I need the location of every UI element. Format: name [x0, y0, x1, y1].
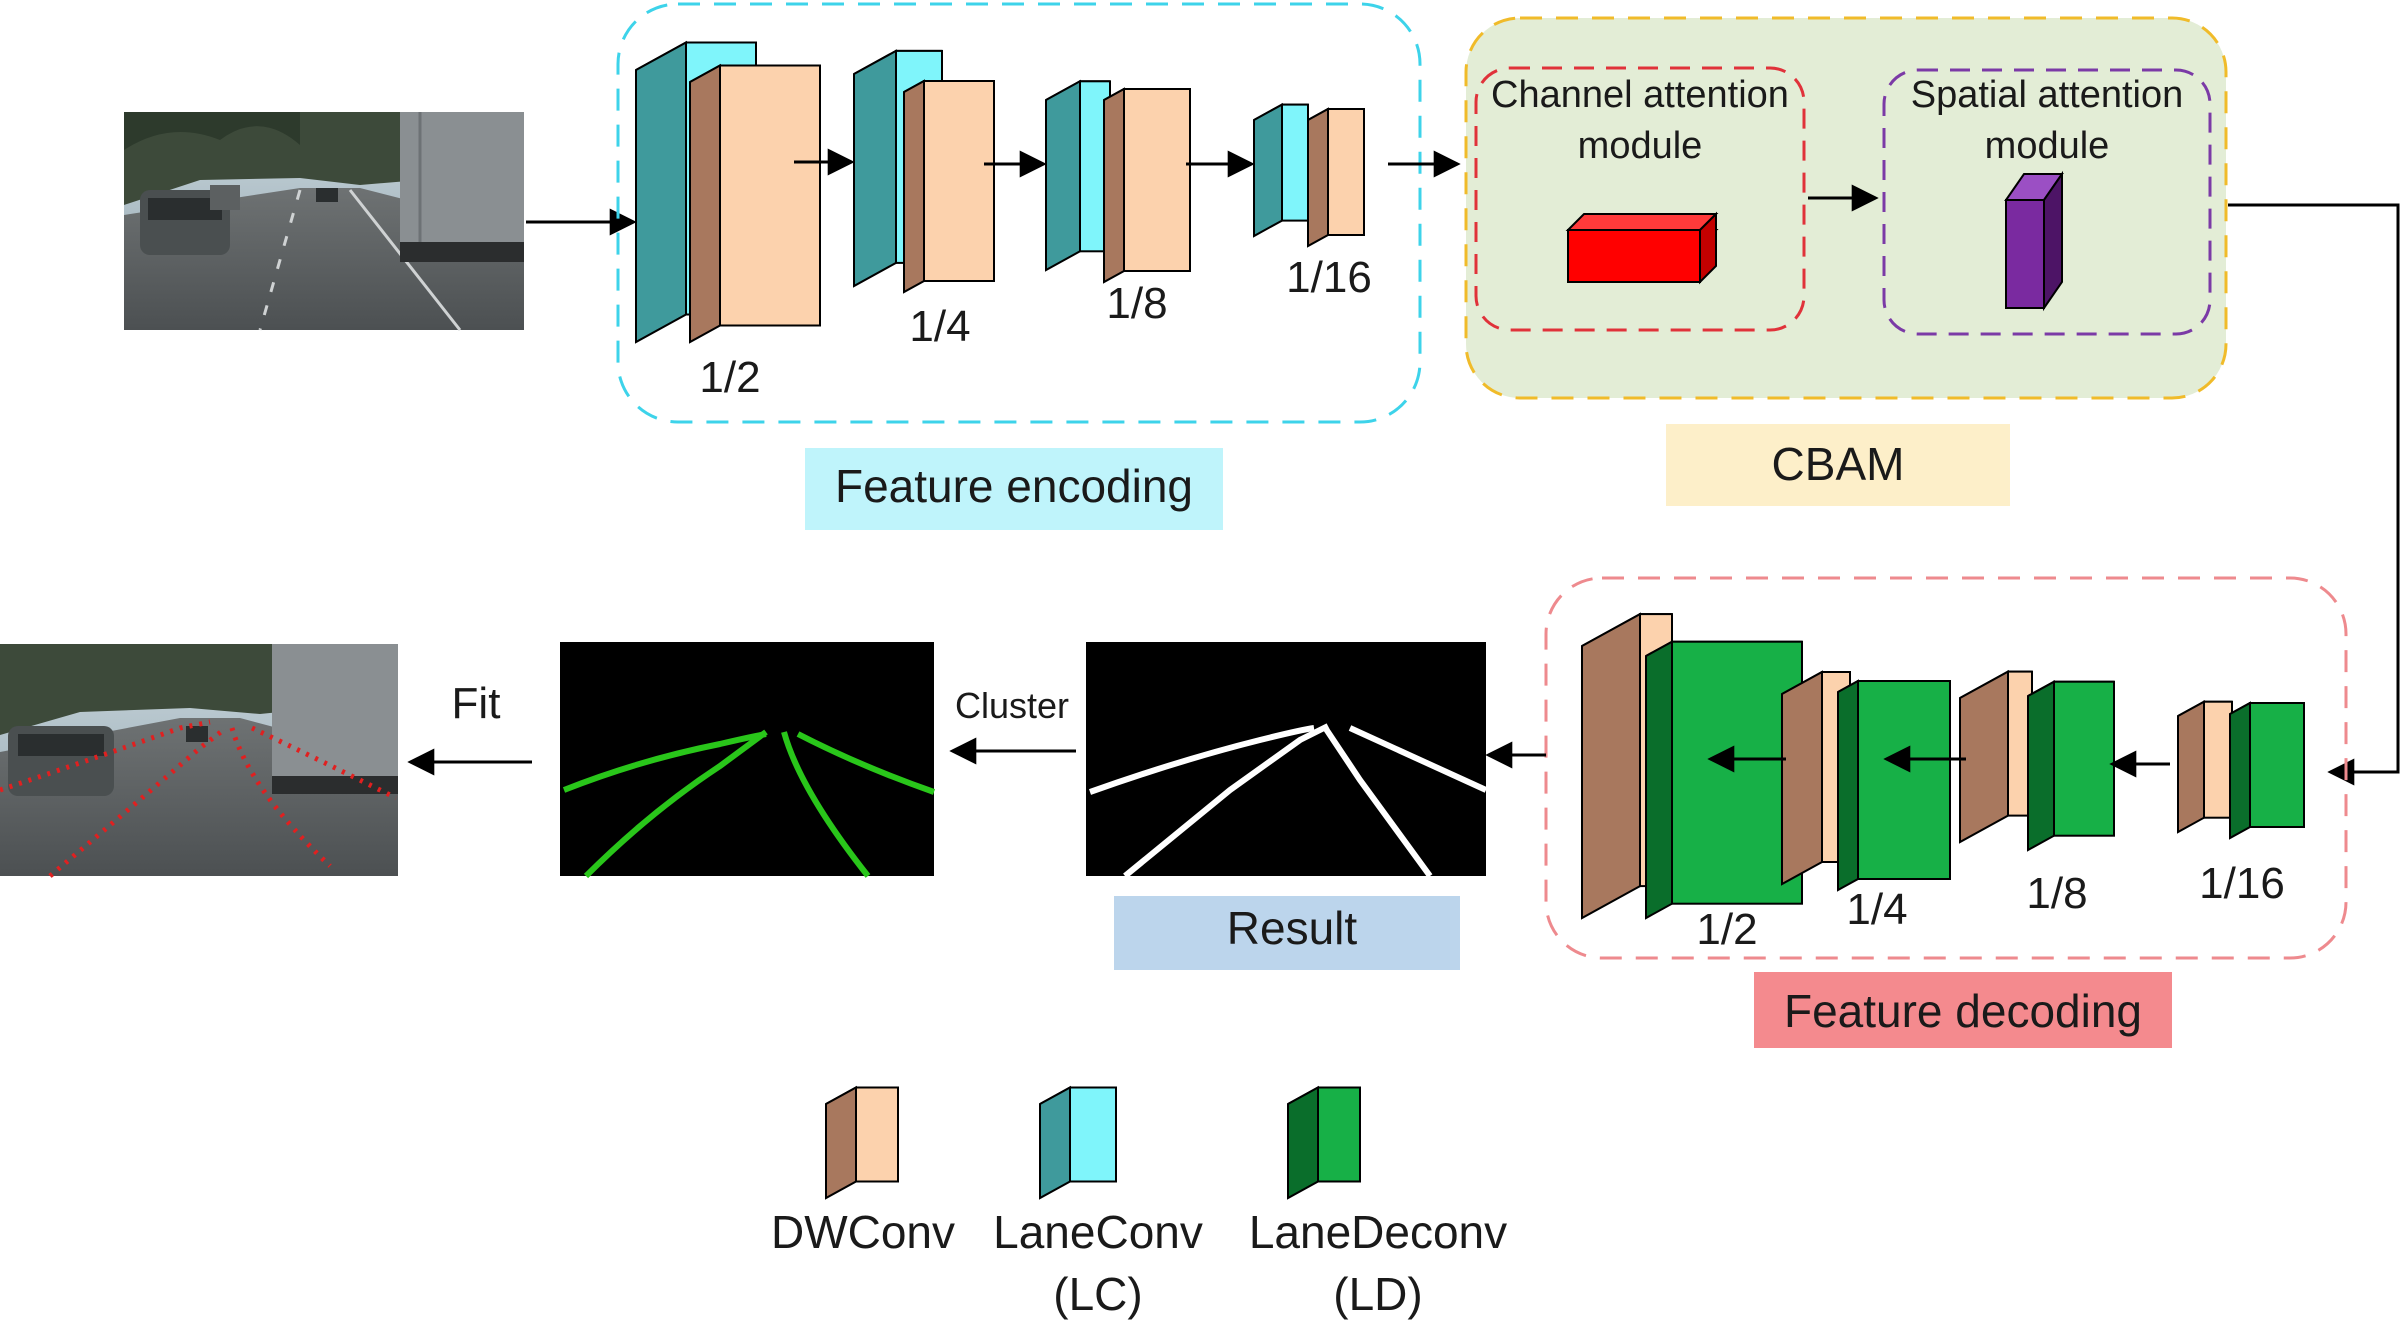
legend-laneconv-label: LaneConv — [993, 1206, 1203, 1258]
encoder-stage-4-label: 1/16 — [1286, 253, 1372, 302]
decoder-dw-3 — [1959, 669, 2033, 844]
encoder-lc-3 — [1045, 79, 1111, 272]
encoder-caption: Feature encoding — [835, 460, 1193, 512]
cbam-caption: CBAM — [1772, 438, 1905, 490]
spatial-attention-title-line1: Spatial attention — [1911, 74, 2184, 116]
decoder-frame — [1544, 576, 2348, 960]
legend-lanedeconv-label: LaneDeconv — [1249, 1206, 1507, 1258]
result-caption-bg — [1114, 896, 1460, 970]
encoder-stage-3-label: 1/8 — [1106, 279, 1167, 328]
decoder-stage-3-label: 1/8 — [2026, 869, 2087, 918]
output-fitted-lanes-image — [0, 644, 398, 878]
decoder-caption: Feature decoding — [1784, 985, 2142, 1037]
encoder-lc-4 — [1253, 102, 1309, 238]
decoder-stage-2-label: 1/4 — [1846, 885, 1907, 934]
channel-attention-title-line2: module — [1578, 125, 1703, 167]
decoder-dw-4 — [2177, 700, 2233, 834]
decoder-caption-bg — [1754, 972, 2172, 1048]
input-road-image — [124, 112, 524, 331]
legend-laneconv-swatch — [1039, 1085, 1117, 1200]
encoder-frame — [616, 2, 1422, 424]
encoder-stage-1-label: 1/2 — [699, 353, 760, 402]
legend-dwconv-swatch — [825, 1085, 899, 1200]
legend-lanedeconv-swatch — [1287, 1085, 1361, 1200]
decoder-ld-2 — [1837, 679, 1951, 892]
cbam-to-decoder-connector — [2228, 203, 2400, 786]
legend-lanedeconv-abbrev: (LD) — [1333, 1268, 1422, 1320]
encoder-blocks — [635, 40, 1365, 344]
channel-attention-title-line1: Channel attention — [1491, 74, 1789, 116]
encoder-dw-3 — [1103, 87, 1191, 284]
legend — [825, 1085, 1361, 1200]
decoder-stage-4-label: 1/16 — [2199, 859, 2285, 908]
cbam-caption-bg — [1666, 424, 2010, 506]
encoder-dw-4 — [1307, 107, 1365, 248]
encoder-stage-2-label: 1/4 — [909, 302, 970, 351]
decoder-ld-1 — [1645, 640, 1803, 920]
decoder-stage-1-label: 1/2 — [1696, 905, 1757, 954]
channel-attention-block — [1565, 211, 1719, 285]
fit-label: Fit — [452, 679, 501, 728]
encoder-caption-bg — [805, 448, 1223, 530]
spatial-attention-frame — [1882, 68, 2212, 336]
spatial-attention-title-line2: module — [1985, 125, 2110, 167]
decoder-ld-3 — [2027, 680, 2115, 852]
spatial-attention-block — [2004, 170, 2064, 312]
decoder-blocks — [1581, 612, 2305, 920]
binary-segmentation-image — [1086, 642, 1488, 879]
result-caption: Result — [1227, 902, 1358, 954]
channel-attention-frame — [1474, 66, 1806, 332]
clustered-lanes-image — [560, 642, 935, 879]
legend-dwconv-label: DWConv — [771, 1206, 955, 1258]
decoder-ld-4 — [2229, 701, 2305, 840]
encoder-dw-1 — [689, 63, 821, 344]
encoder-dw-2 — [903, 79, 995, 294]
legend-laneconv-abbrev: (LC) — [1053, 1268, 1142, 1320]
cluster-label: Cluster — [955, 685, 1069, 726]
